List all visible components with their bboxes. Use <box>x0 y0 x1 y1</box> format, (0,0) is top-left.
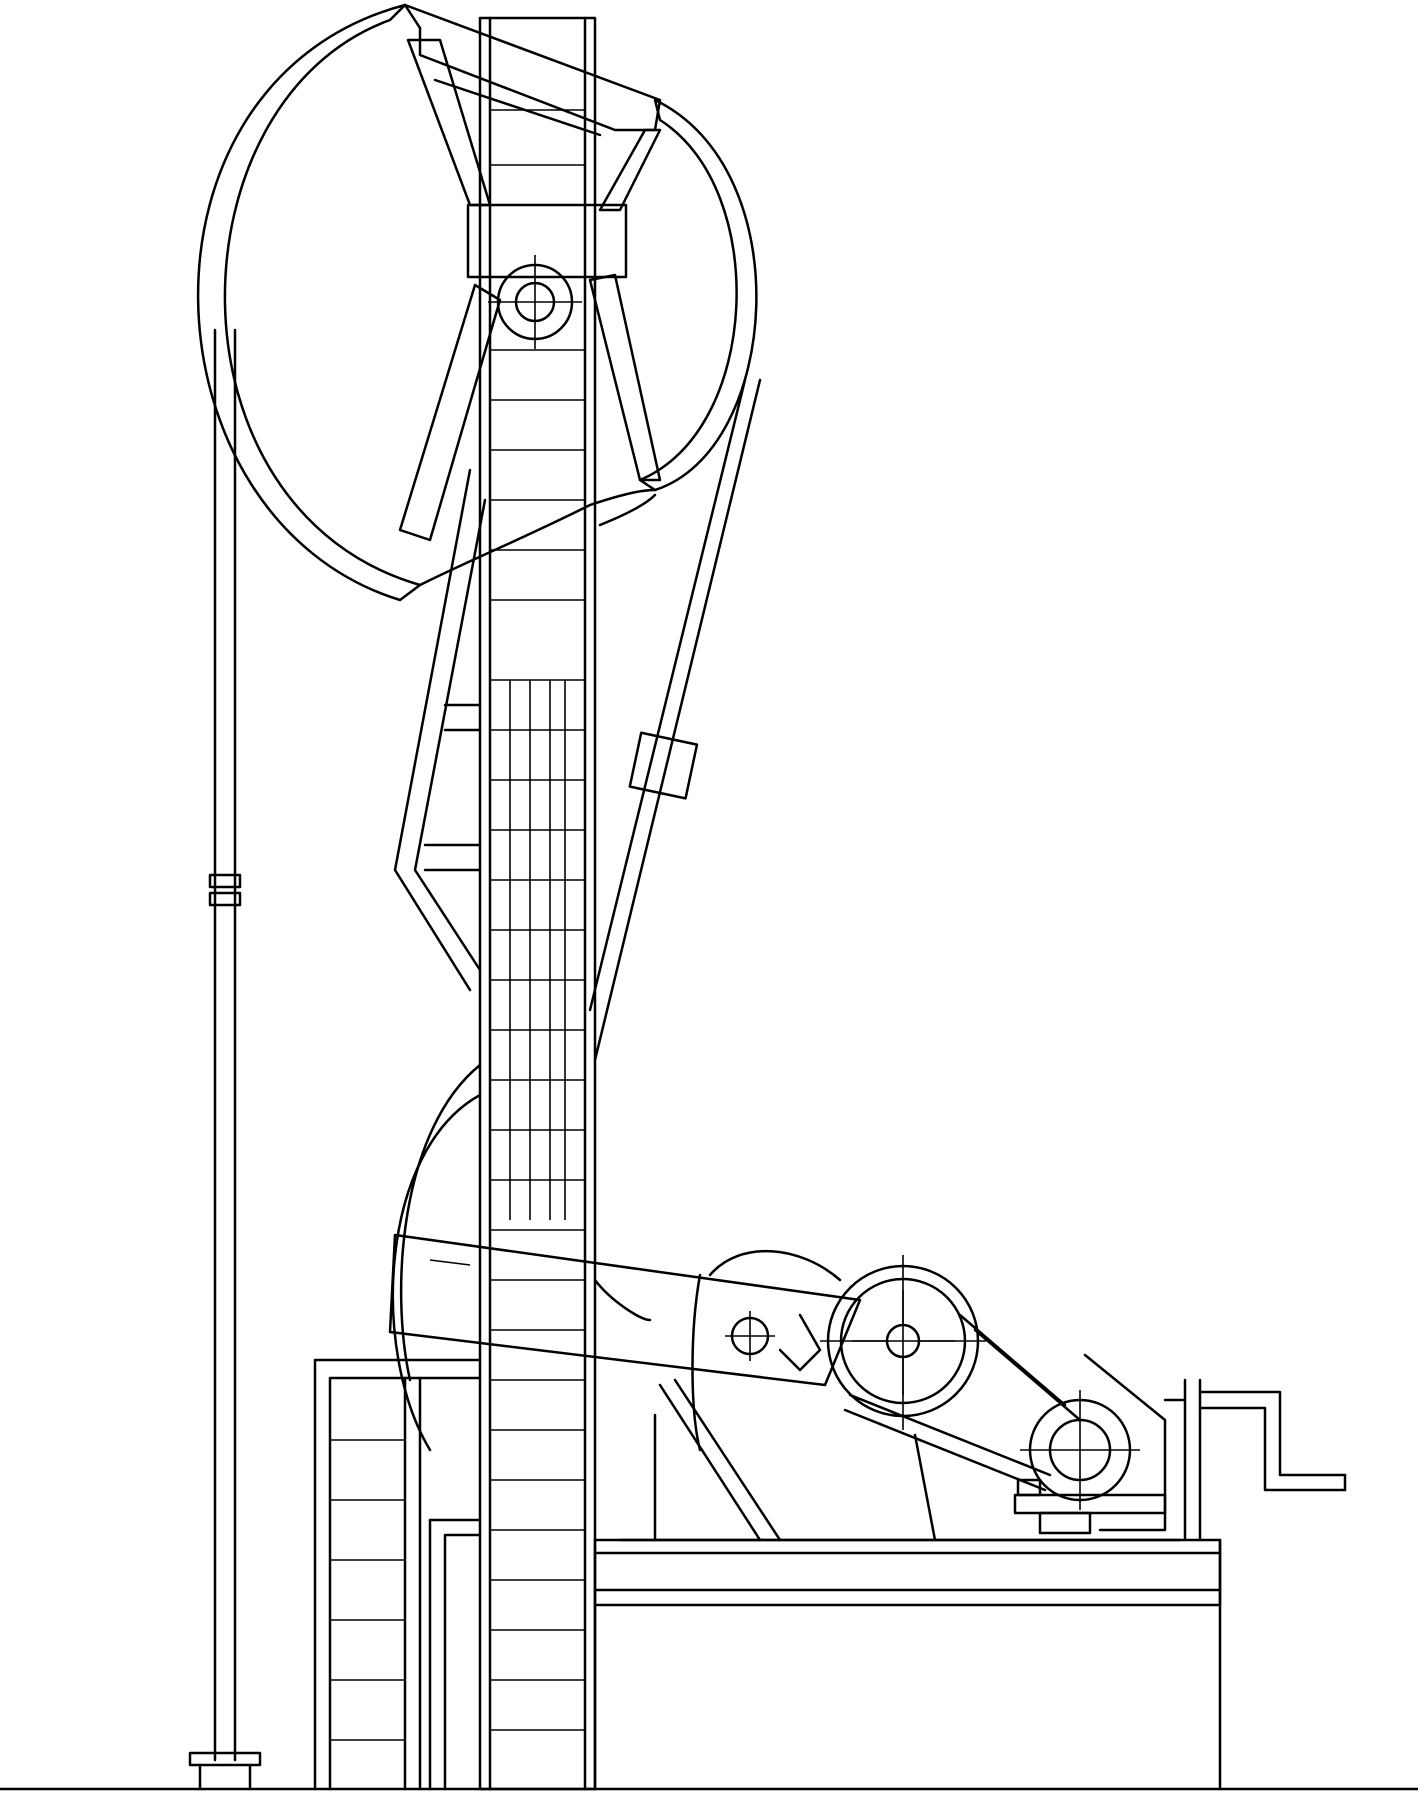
polished-rod <box>188 328 262 1791</box>
tower-rungs <box>490 109 585 1731</box>
base-frame <box>593 1538 1222 1791</box>
gearbox-sheave <box>820 1255 986 1430</box>
motor-belt <box>843 1313 1082 1492</box>
tower-inner-verticals <box>509 680 566 1220</box>
pivot-hub <box>466 203 628 349</box>
access-ladder <box>313 1358 482 1791</box>
drive-belt <box>588 378 762 1062</box>
central-tower <box>478 16 597 1791</box>
motor <box>1013 1353 1167 1535</box>
mast-braces <box>393 468 487 992</box>
brake-handle <box>1163 1378 1347 1542</box>
horsehead-wheel <box>196 3 758 602</box>
counterweight <box>391 1063 842 1452</box>
walking-beam <box>388 1233 862 1387</box>
